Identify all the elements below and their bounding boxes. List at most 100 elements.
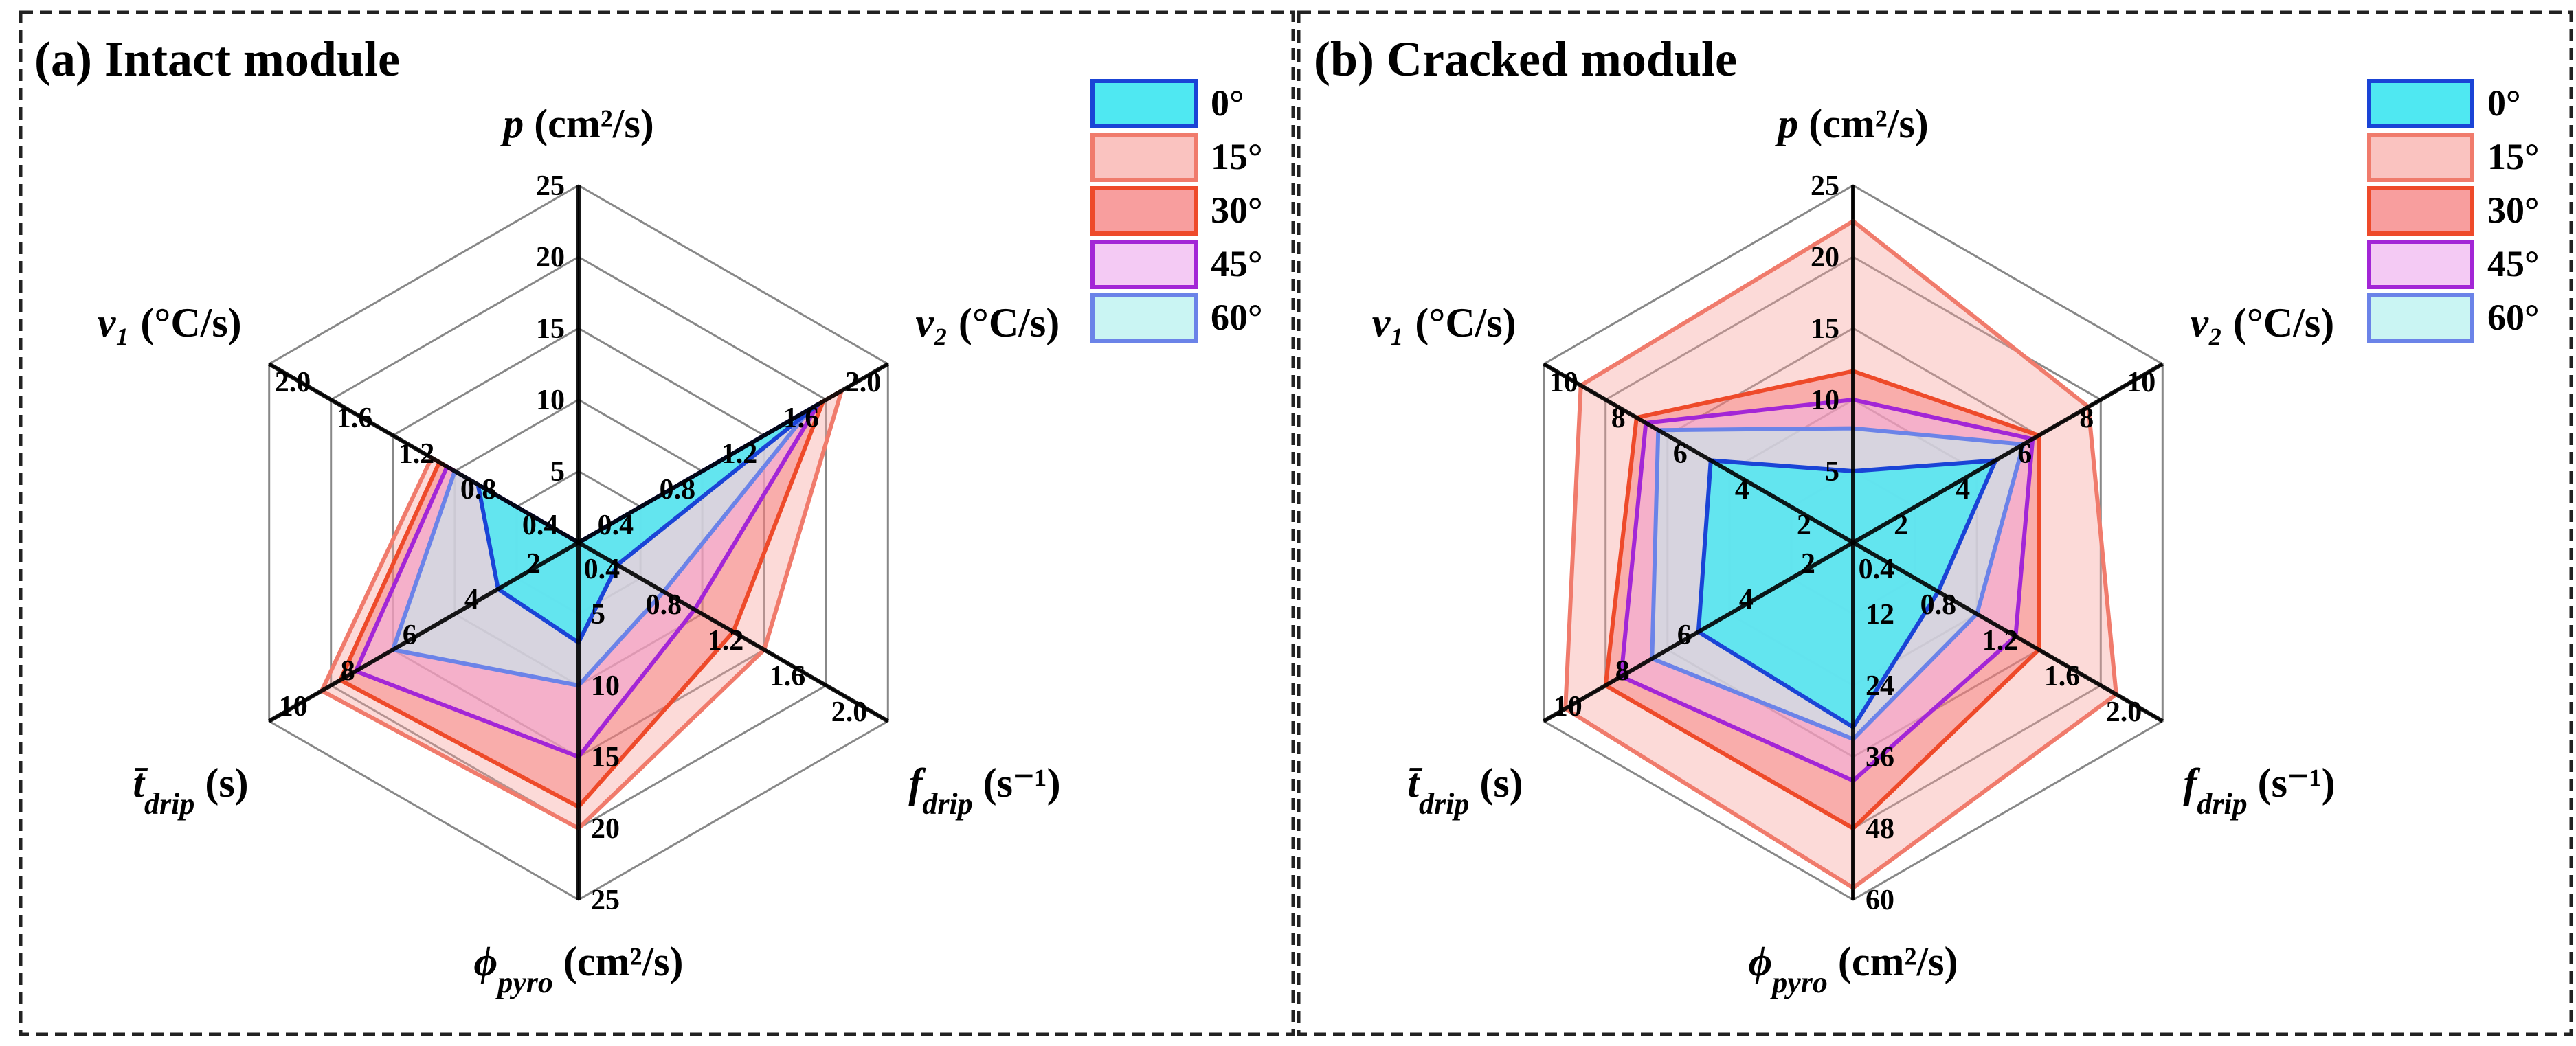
tick-label: 5 [591,599,605,630]
tick-label: 6 [1677,619,1692,651]
axis-label-5: t̄drip (s) [1407,760,1523,821]
legend-label: 45° [2487,243,2540,284]
legend-swatch [2367,293,2474,343]
legend-swatch [2367,186,2474,236]
legend-label: 15° [1211,136,1263,177]
radar-panel-2: (b) Cracked module5101520252468100.40.81… [1297,10,2573,1036]
tick-label: 10 [536,385,565,416]
panel-frame [1297,10,2573,1036]
tick-label: 0.4 [522,510,559,541]
tick-label: 8 [1611,402,1626,434]
legend-label: 15° [2487,136,2540,177]
legend-label: 0° [2487,82,2521,124]
legend-label: 60° [1211,297,1263,338]
tick-label: 15 [536,313,565,345]
tick-label: 36 [1866,742,1894,773]
panel-title: (b) Cracked module [1314,32,1737,87]
axis-label-1: p (cm²/s) [1774,101,1929,146]
tick-label: 1.6 [2044,661,2081,692]
tick-label: 6 [1673,438,1688,470]
tick-label: 2 [1801,548,1815,580]
tick-label: 10 [1549,367,1578,398]
tick-label: 0.8 [660,474,696,505]
tick-label: 1.6 [770,661,806,692]
tick-label: 25 [536,170,565,202]
axis-label-2: v₂ (°C/s) [915,300,1060,345]
axis-line-3 [1852,541,2164,723]
tick-label: 20 [536,242,565,273]
axis-line-6 [1543,362,1855,545]
legend-swatch [1090,240,1198,289]
tick-label: 5 [550,456,565,488]
tick-label: 24 [1866,670,1894,702]
tick-label: 4 [1956,474,1970,505]
axis-label-6: v₁ (°C/s) [98,300,242,345]
legend-label: 60° [2487,297,2540,338]
axis-line-5 [1543,541,1855,723]
tick-label: 2 [526,548,541,580]
tick-label: 2.0 [845,367,882,398]
legend-label: 0° [1211,82,1244,124]
legend-label: 30° [1211,190,1263,231]
legend-swatch [2367,240,2474,289]
tick-label: 0.4 [584,554,620,585]
tick-label: 2 [1894,510,1908,541]
tick-label: 15 [1811,313,1839,345]
legend-swatch [2367,79,2474,128]
axis-label-3: fdrip (s⁻¹) [2183,760,2335,821]
tick-label: 2.0 [831,696,868,728]
tick-label: 1.6 [783,402,820,434]
axis-line-2 [577,362,889,545]
tick-label: 0.4 [598,510,634,541]
tick-label: 10 [2127,367,2155,398]
legend-swatch [1090,79,1198,128]
axis-label-1: p (cm²/s) [500,101,654,146]
axis-line-5 [268,541,580,723]
axis-label-3: fdrip (s⁻¹) [908,760,1060,821]
tick-label: 4 [1735,474,1749,505]
axis-label-2: v₂ (°C/s) [2190,300,2334,345]
tick-label: 1.6 [337,402,373,434]
tick-label: 12 [1866,599,1894,630]
axis-label-5: t̄drip (s) [133,760,248,821]
legend-swatch [1090,133,1198,182]
tick-label: 60 [1866,885,1894,916]
tick-label: 4 [1739,584,1754,615]
panel-frame [19,10,1295,1036]
tick-label: 2.0 [275,367,311,398]
tick-label: 25 [591,885,620,916]
tick-label: 8 [2079,402,2094,434]
axis-label-4: ϕpyro (cm²/s) [474,939,684,999]
axis-line-2 [1852,362,2164,545]
legend-label: 45° [1211,243,1263,284]
radar-panel-1: (a) Intact module5101520250.40.81.21.62.… [19,10,1295,1036]
tick-label: 2 [1797,510,1811,541]
tick-label: 48 [1866,813,1894,845]
tick-label: 0.8 [646,589,682,621]
axis-line-6 [268,362,580,545]
tick-label: 6 [2017,438,2032,470]
tick-label: 10 [591,670,620,702]
tick-label: 2.0 [2106,696,2142,728]
axis-label-4: ϕpyro (cm²/s) [1749,939,1958,999]
axis-line-3 [577,541,889,723]
legend-swatch [1090,293,1198,343]
tick-label: 15 [591,742,620,773]
tick-label: 6 [403,619,417,651]
tick-label: 8 [341,655,355,687]
tick-label: 1.2 [399,438,435,470]
tick-label: 10 [1554,691,1582,723]
tick-label: 10 [279,691,308,723]
legend-swatch [2367,133,2474,182]
tick-label: 8 [1615,655,1630,687]
legend: 0° 15° 30° 45° 60° [1090,79,1263,343]
tick-label: 20 [591,813,620,845]
tick-label: 5 [1825,456,1839,488]
legend-label: 30° [2487,190,2540,231]
tick-label: 25 [1811,170,1839,202]
legend-swatch [1090,186,1198,236]
tick-label: 0.4 [1859,554,1895,585]
tick-label: 1.2 [708,625,744,657]
